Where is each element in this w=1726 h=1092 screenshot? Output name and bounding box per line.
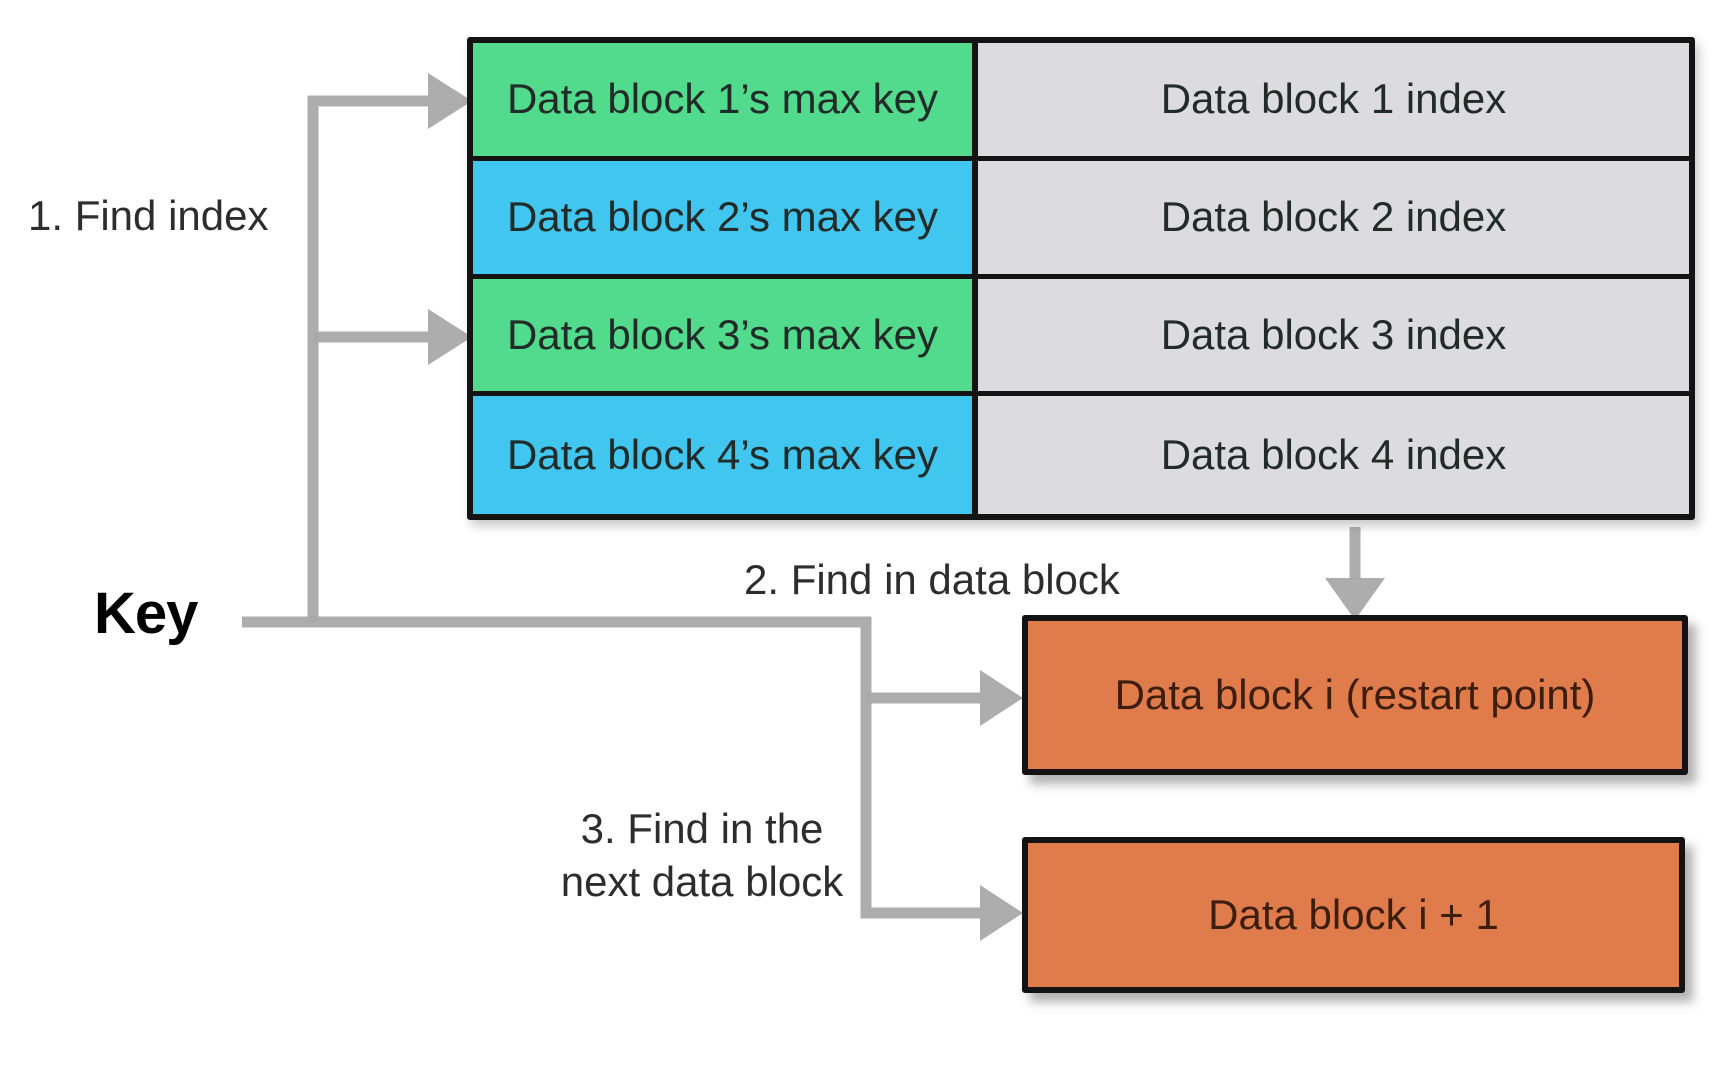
- step3-line2: next data block: [560, 858, 844, 905]
- index-cell: Data block 2 index: [978, 160, 1689, 279]
- max-key-cell: Data block 2’s max key: [473, 160, 978, 279]
- data-block-i-label: Data block i (restart point): [1114, 671, 1596, 718]
- key-to-index-connector: [307, 73, 472, 622]
- arrow-right-icon: [980, 670, 1023, 726]
- arrow-right-icon: [980, 885, 1023, 941]
- key-to-datablock-connector: [242, 616, 1023, 941]
- step3-label: 3. Find in the next data block: [460, 802, 944, 908]
- data-block-i: Data block i (restart point): [1022, 615, 1688, 775]
- index-cell: Data block 1 index: [978, 43, 1689, 161]
- step2-label: 2. Find in data block: [744, 556, 1120, 603]
- arrow-down-icon: [1325, 578, 1385, 620]
- key-label: Key: [94, 581, 198, 646]
- arrow-right-icon: [428, 309, 472, 365]
- index-cell: Data block 4 index: [978, 396, 1689, 514]
- index-to-datablock-connector: [1325, 527, 1385, 620]
- index-table: Data block 1’s max key Data block 1 inde…: [467, 37, 1695, 520]
- max-key-cell: Data block 1’s max key: [473, 43, 978, 161]
- arrow-right-icon: [428, 73, 472, 129]
- step3-line1: 3. Find in the: [580, 805, 824, 852]
- step1-label: 1. Find index: [28, 192, 269, 239]
- max-key-cell: Data block 3’s max key: [473, 278, 978, 397]
- max-key-cell: Data block 4’s max key: [473, 396, 978, 514]
- key-line: [242, 616, 980, 919]
- data-block-i-plus-1: Data block i + 1: [1022, 837, 1685, 993]
- index-cell: Data block 3 index: [978, 278, 1689, 397]
- find-index-line: [307, 95, 428, 622]
- data-block-i-plus-1-label: Data block i + 1: [1208, 891, 1499, 938]
